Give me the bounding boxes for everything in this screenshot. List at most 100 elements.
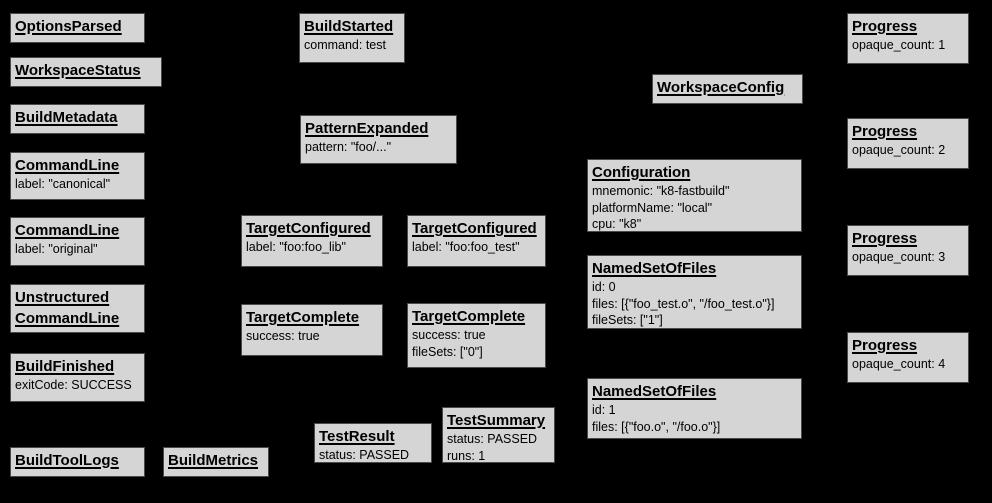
node-title: TestSummary [447, 410, 550, 431]
node-title: Progress [852, 121, 964, 142]
node-title-line: WorkspaceStatus [15, 62, 141, 79]
node-title: CommandLine [15, 155, 140, 176]
node-title: TargetComplete [246, 307, 378, 328]
node-title-line: TargetConfigured [412, 220, 537, 237]
node-title-line: BuildMetrics [168, 452, 259, 469]
node-field: mnemonic: "k8-fastbuild" [592, 184, 730, 198]
node-field: label: "foo:foo_test" [412, 240, 520, 254]
node-title-line: CommandLine [15, 157, 120, 174]
node-title: BuildStarted [304, 16, 400, 37]
node-title: WorkspaceConfig [657, 77, 798, 98]
node-title: TargetComplete [412, 306, 541, 327]
node-title-line: BuildMetadata [15, 109, 118, 126]
node-title: NamedSetOfFiles [592, 258, 797, 279]
node-title: BuildFinished [15, 356, 140, 377]
node-title-line: Progress [852, 230, 918, 247]
node-build-metrics: BuildMetrics [163, 447, 269, 477]
node-title: BuildMetadata [15, 107, 140, 128]
node-workspace-config: WorkspaceConfig [652, 74, 803, 104]
node-title-line: WorkspaceConfig [657, 79, 785, 96]
node-field: files: [{"foo.o", "/foo.o"}] [592, 419, 721, 434]
node-field: label: "original" [15, 242, 98, 256]
node-progress-3: Progress opaque_count: 3 [847, 225, 969, 276]
node-field: opaque_count: 2 [852, 143, 946, 157]
node-title-line: Progress [852, 337, 918, 354]
node-target-complete-foo-test: TargetComplete success: true fileSets: ["0… [407, 303, 546, 368]
node-title-line: Progress [852, 18, 918, 35]
node-command-line-original: CommandLine label: "original" [10, 217, 145, 266]
node-title: Configuration [592, 162, 797, 183]
node-title: WorkspaceStatus [15, 60, 157, 81]
node-title: TargetConfigured [412, 218, 541, 239]
node-title-line: OptionsParsed [15, 18, 122, 35]
node-title: NamedSetOfFiles [592, 381, 797, 402]
node-field: runs: 1 [447, 448, 486, 463]
node-options-parsed: OptionsParsed [10, 13, 145, 43]
node-title-line: TargetConfigured [246, 220, 371, 237]
node-field: fileSets: ["0"] [412, 344, 483, 359]
node-field: id: 1 [592, 403, 616, 417]
node-field: status: PASSED [447, 432, 538, 446]
node-build-metadata: BuildMetadata [10, 104, 145, 134]
node-test-summary: TestSummary status: PASSED runs: 1 [442, 407, 555, 463]
node-title: TestResult [319, 426, 427, 447]
node-field: success: true [246, 329, 320, 343]
node-command-line-canonical: CommandLine label: "canonical" [10, 152, 145, 200]
node-title: Progress [852, 335, 964, 356]
node-configuration: Configuration mnemonic: "k8-fastbuild" pla… [587, 159, 802, 232]
node-target-configured-foo-test: TargetConfigured label: "foo:foo_test" [407, 215, 546, 267]
node-named-set-of-files-1: NamedSetOfFiles id: 1 files: [{"foo.o", "/… [587, 378, 802, 439]
node-build-tool-logs: BuildToolLogs [10, 447, 145, 477]
node-field: files: [{"foo_test.o", "/foo_test.o"}] [592, 296, 775, 311]
node-title-line: NamedSetOfFiles [592, 383, 717, 400]
node-field: id: 0 [592, 280, 616, 294]
node-progress-4: Progress opaque_count: 4 [847, 332, 969, 383]
node-title: PatternExpanded [305, 118, 452, 139]
node-title-line: BuildStarted [304, 18, 394, 35]
node-title-line: CommandLine [15, 310, 120, 327]
node-title: TargetConfigured [246, 218, 378, 239]
node-field: opaque_count: 3 [852, 250, 946, 264]
node-field: exitCode: SUCCESS [15, 378, 132, 392]
node-title: Progress [852, 228, 964, 249]
node-title-line: BuildToolLogs [15, 452, 119, 469]
node-field: platformName: "local" [592, 200, 713, 215]
node-title-line: TargetComplete [246, 309, 360, 326]
node-build-finished: BuildFinished exitCode: SUCCESS [10, 353, 145, 402]
node-field: command: test [304, 38, 386, 52]
node-field: opaque_count: 4 [852, 357, 946, 371]
node-build-started: BuildStarted command: test [299, 13, 405, 63]
node-target-complete-foo-lib: TargetComplete success: true [241, 304, 383, 356]
node-title-line: TestResult [319, 428, 395, 445]
node-title-line: TargetComplete [412, 308, 526, 325]
node-test-result: TestResult status: PASSED [314, 423, 432, 463]
node-field: opaque_count: 1 [852, 38, 946, 52]
node-title: Progress [852, 16, 964, 37]
node-field: status: PASSED [319, 448, 410, 462]
node-title: CommandLine [15, 220, 140, 241]
node-title-line: Configuration [592, 164, 691, 181]
node-title-line: CommandLine [15, 222, 120, 239]
node-title: BuildToolLogs [15, 450, 140, 471]
node-field: label: "foo:foo_lib" [246, 240, 346, 254]
node-title-line: NamedSetOfFiles [592, 260, 717, 277]
node-title: BuildMetrics [168, 450, 264, 471]
node-field: success: true [412, 328, 486, 342]
node-title-line: BuildFinished [15, 358, 115, 375]
node-progress-1: Progress opaque_count: 1 [847, 13, 969, 64]
node-title-line: Unstructured [15, 289, 110, 306]
node-field: pattern: "foo/..." [305, 140, 392, 154]
node-title-line: TestSummary [447, 412, 546, 429]
node-target-configured-foo-lib: TargetConfigured label: "foo:foo_lib" [241, 215, 383, 267]
node-field: label: "canonical" [15, 177, 111, 191]
node-field: cpu: "k8" [592, 217, 642, 231]
node-progress-2: Progress opaque_count: 2 [847, 118, 969, 169]
node-title-line: Progress [852, 123, 918, 140]
node-field: fileSets: ["1"] [592, 313, 663, 327]
node-named-set-of-files-0: NamedSetOfFiles id: 0 files: [{"foo_test.o… [587, 255, 802, 329]
node-workspace-status: WorkspaceStatus [10, 57, 162, 87]
node-title-line: PatternExpanded [305, 120, 429, 137]
